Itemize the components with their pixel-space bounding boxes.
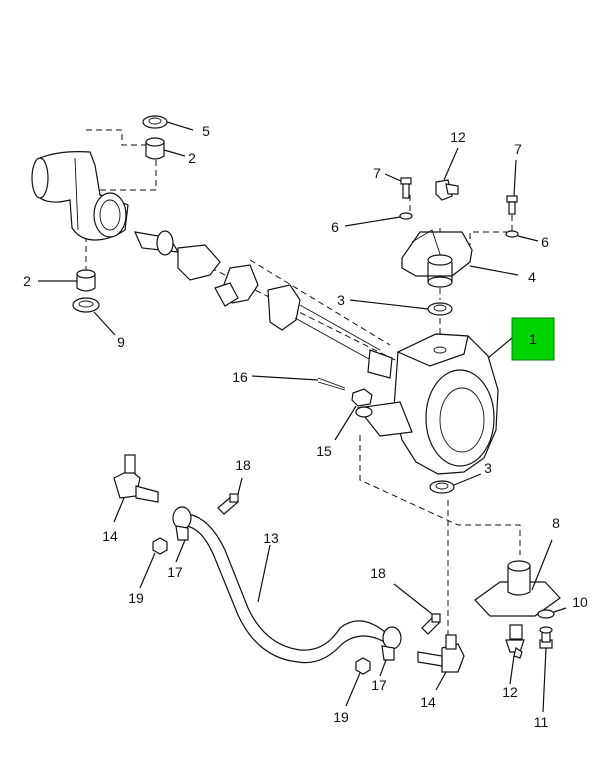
callout-6-right: 6 (541, 234, 549, 250)
callout-17-right: 17 (371, 677, 387, 693)
part-3-seal-upper (349, 299, 453, 316)
callout-1: 1 (529, 331, 537, 347)
part-1-highlight (511, 317, 555, 361)
part-18-bolt-left (217, 477, 243, 515)
callout-11: 11 (534, 714, 549, 730)
part-14-tie-rod-end-right (417, 634, 465, 691)
part-18-bolt-right (393, 583, 441, 635)
callout-14-right: 14 (420, 694, 436, 710)
callout-15: 15 (316, 443, 332, 459)
callout-3-lower: 3 (484, 460, 492, 476)
part-4-upper-cap (401, 229, 519, 288)
part-6-washer-right (505, 230, 539, 242)
callout-18-right: 18 (370, 565, 386, 581)
callout-10: 10 (572, 594, 588, 610)
callout-9: 9 (117, 334, 125, 350)
part-19-nut-left (139, 537, 168, 589)
part-12-fitting-top (435, 147, 459, 201)
axle-housing (31, 151, 129, 241)
part-13-tie-rod (185, 513, 389, 664)
part-10-washer (537, 607, 567, 619)
callout-7-right: 7 (514, 141, 522, 157)
part-5-seal (142, 115, 194, 131)
callout-5: 5 (202, 123, 210, 139)
part-11-bolt (539, 626, 553, 713)
callout-16: 16 (232, 369, 248, 385)
callout-4: 4 (528, 269, 536, 285)
callout-8: 8 (552, 515, 560, 531)
callout-19-left: 19 (128, 590, 144, 606)
part-19-nut-right (345, 657, 371, 707)
part-7-bolt-right (506, 159, 518, 215)
callout-12-lower: 12 (502, 684, 518, 700)
part-1-steering-knuckle (355, 333, 513, 475)
part-8-lower-cap (474, 539, 561, 617)
callout-6-left: 6 (331, 219, 339, 235)
drive-shaft-ujoint (134, 230, 393, 379)
part-15-castle-nut (334, 388, 373, 441)
callout-12-top: 12 (450, 129, 466, 145)
callout-18-left: 18 (235, 457, 251, 473)
part-14-tie-rod-end-left (113, 454, 159, 523)
part-6-washer-left (344, 212, 413, 227)
part-2-bushing-top (145, 137, 186, 160)
part-2-bushing-left (38, 269, 96, 292)
callout-13: 13 (263, 530, 279, 546)
part-9-seal (72, 297, 116, 336)
callout-2-top: 2 (188, 150, 196, 166)
part-3-seal-lower (429, 473, 482, 494)
part-12-fitting-lower (505, 624, 525, 685)
part-16-cotter-pin (251, 375, 346, 391)
callout-14-left: 14 (102, 528, 118, 544)
callout-19-right: 19 (333, 709, 349, 725)
callout-2-left: 2 (23, 273, 31, 289)
part-17-clamp-left (172, 506, 192, 563)
part-17-clamp-right (379, 626, 402, 677)
callout-17-left: 17 (167, 564, 183, 580)
callout-3-upper: 3 (337, 292, 345, 308)
callout-7-left: 7 (373, 165, 381, 181)
part-7-bolt-left (384, 173, 412, 199)
